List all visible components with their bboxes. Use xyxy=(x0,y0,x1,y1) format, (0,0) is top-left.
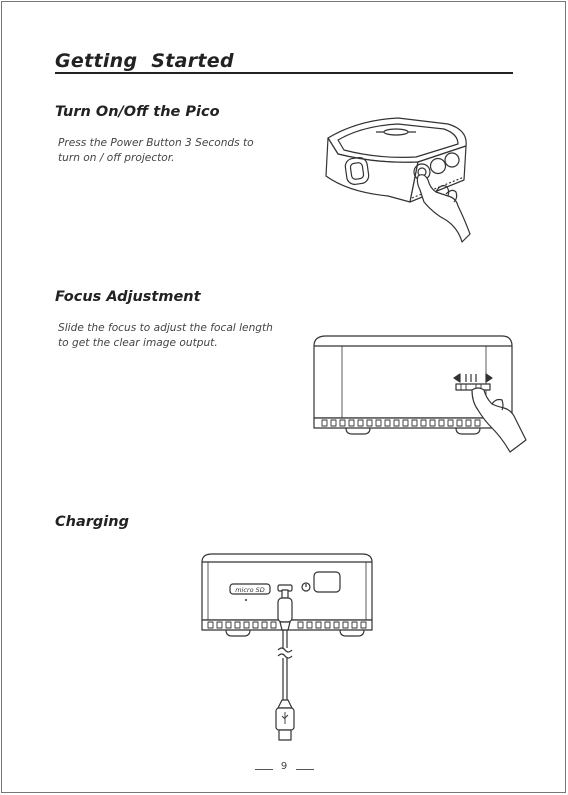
micro-sd-label: micro SD xyxy=(235,586,265,594)
charging-illustration: micro SD xyxy=(198,550,378,746)
footer-dash-left xyxy=(255,769,273,770)
section-text-line: Press the Power Button 3 Seconds to xyxy=(58,136,288,151)
title-rule xyxy=(55,72,513,74)
page-number: 9 xyxy=(276,761,292,772)
section-text-line: Slide the focus to adjust the focal leng… xyxy=(58,321,288,336)
section-text-focus: Slide the focus to adjust the focal leng… xyxy=(58,321,288,351)
section-heading-power: Turn On/Off the Pico xyxy=(55,104,220,120)
section-text-line: turn on / off projector. xyxy=(58,151,288,166)
section-text-power: Press the Power Button 3 Seconds to turn… xyxy=(58,136,288,166)
section-heading-focus: Focus Adjustment xyxy=(55,289,201,305)
page-footer: 9 xyxy=(0,760,568,778)
section-text-line: to get the clear image output. xyxy=(58,336,288,351)
section-heading-charging: Charging xyxy=(55,514,129,530)
footer-dash-right xyxy=(296,769,314,770)
page-title: Getting Started xyxy=(55,50,234,72)
power-button-illustration xyxy=(318,110,478,250)
focus-slider-illustration xyxy=(306,328,532,458)
